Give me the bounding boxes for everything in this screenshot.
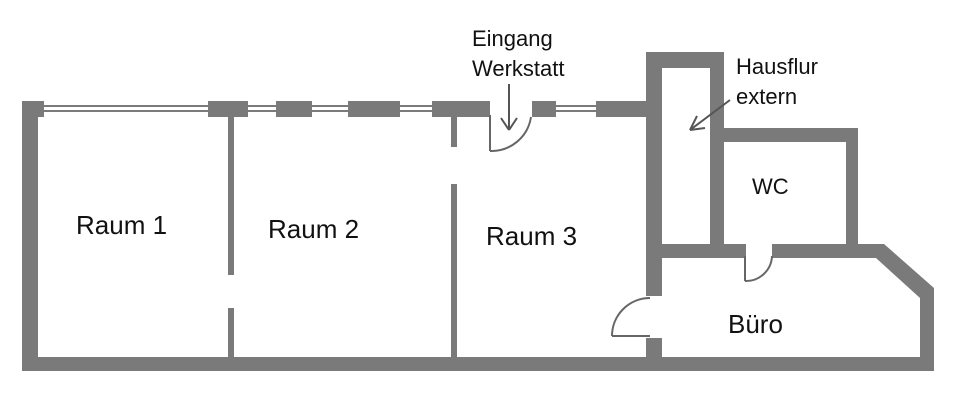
hausflur-label-line1: Hausflur <box>736 54 818 79</box>
partition-raum1-raum2-lower <box>228 308 234 358</box>
hausflur-arrow-icon <box>689 99 731 131</box>
interior-walls <box>228 117 457 358</box>
wall-buero-left-upper <box>646 244 662 296</box>
arrows <box>500 84 731 131</box>
entrance-door-swing <box>489 116 532 153</box>
entrance-arrow-icon <box>500 84 518 131</box>
buero-door-opening <box>646 296 662 338</box>
entrance-label-line1: Eingang <box>472 26 553 51</box>
window-raum3 <box>556 101 596 117</box>
windows <box>44 101 596 117</box>
wc-door-swing <box>744 255 773 283</box>
wall-shaft-left <box>646 52 662 257</box>
wall-wc-right <box>846 128 858 256</box>
room-label-raum2: Raum 2 <box>268 214 359 244</box>
wall-buero-left-lower <box>646 338 662 371</box>
window-raum1 <box>44 101 208 117</box>
buero-door-swing <box>611 297 651 337</box>
wc-door-opening <box>746 244 772 258</box>
wall-buero-top-left <box>646 244 746 258</box>
window-raum2-a <box>248 101 276 117</box>
window-raum2-c <box>400 101 432 117</box>
wall-left <box>22 101 38 371</box>
doors <box>489 101 773 338</box>
entrance-label-line2: Werkstatt <box>472 56 565 81</box>
window-raum2-b <box>312 101 348 117</box>
room-label-raum3: Raum 3 <box>486 221 577 251</box>
wall-wc-top <box>710 128 858 142</box>
partition-raum2-raum3-lower <box>451 184 457 358</box>
partition-raum1-raum2-upper <box>228 117 234 275</box>
wall-shaft-right <box>710 52 724 257</box>
wall-buero-diagonal <box>876 244 934 298</box>
room-label-buero: Büro <box>728 309 783 339</box>
hausflur-label-line2: extern <box>736 84 797 109</box>
wall-buero-right <box>920 288 934 371</box>
wall-buero-top-right <box>772 244 884 258</box>
room-label-wc: WC <box>752 174 789 199</box>
partition-raum2-raum3-upper <box>451 117 457 147</box>
wall-shaft-top <box>646 52 724 68</box>
room-label-raum1: Raum 1 <box>76 210 167 240</box>
entrance-opening <box>490 101 532 117</box>
wall-bottom <box>22 357 934 371</box>
